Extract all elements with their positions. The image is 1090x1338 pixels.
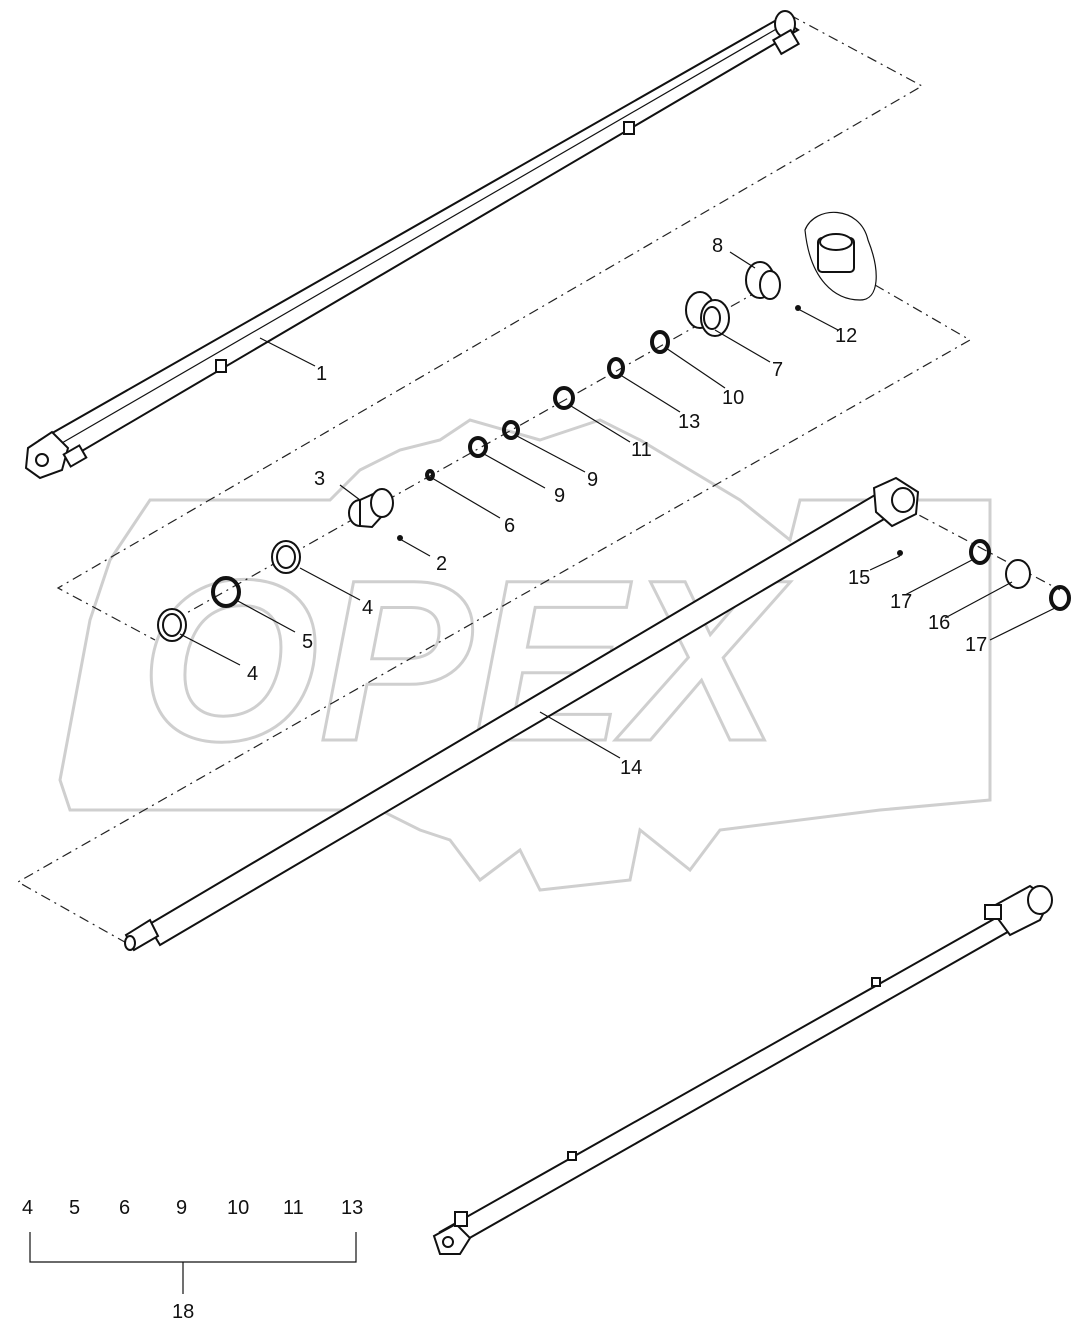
callout-8: 8 xyxy=(712,235,723,257)
callout-16: 16 xyxy=(928,612,950,634)
kit-item: 6 xyxy=(119,1197,130,1219)
callout-10: 10 xyxy=(722,387,744,409)
opex-watermark: OPEX xyxy=(58,418,992,892)
kit-item: 13 xyxy=(341,1197,363,1219)
kit-item: 11 xyxy=(283,1197,304,1219)
kit-item: 9 xyxy=(176,1197,187,1219)
small-parts xyxy=(157,211,1071,642)
callout-12: 12 xyxy=(835,325,857,347)
callout-4-lower: 4 xyxy=(247,663,258,685)
kit-item: 4 xyxy=(22,1197,33,1219)
kit-item: 5 xyxy=(69,1197,80,1219)
callout-13: 13 xyxy=(678,411,700,433)
callout-6: 6 xyxy=(504,515,515,537)
callout-2: 2 xyxy=(436,553,447,575)
piston-rod xyxy=(124,476,920,952)
callout-14: 14 xyxy=(620,757,642,779)
callout-15: 15 xyxy=(848,567,870,589)
callout-3: 3 xyxy=(314,468,325,490)
callout-17-upper: 17 xyxy=(890,591,912,613)
callout-9-upper: 9 xyxy=(587,469,598,491)
cylinder-barrel xyxy=(24,10,801,480)
kit-label: 18 xyxy=(172,1301,194,1323)
callout-7: 7 xyxy=(772,359,783,381)
callout-11: 11 xyxy=(631,439,652,461)
assembly-lines xyxy=(16,14,1061,946)
kit-bracket: 4 5 6 9 10 11 13 18 xyxy=(22,1197,363,1323)
kit-item: 10 xyxy=(227,1197,249,1219)
callout-4-upper: 4 xyxy=(362,597,373,619)
callout-17-lower: 17 xyxy=(965,634,987,656)
assembled-cylinder xyxy=(432,884,1053,1255)
leader-lines xyxy=(179,251,1056,759)
callout-5: 5 xyxy=(302,631,313,653)
callout-1: 1 xyxy=(316,363,327,385)
callout-labels: 1 2 3 4 5 4 6 7 8 9 9 10 11 12 13 14 15 … xyxy=(247,235,987,779)
callout-9-lower: 9 xyxy=(554,485,565,507)
